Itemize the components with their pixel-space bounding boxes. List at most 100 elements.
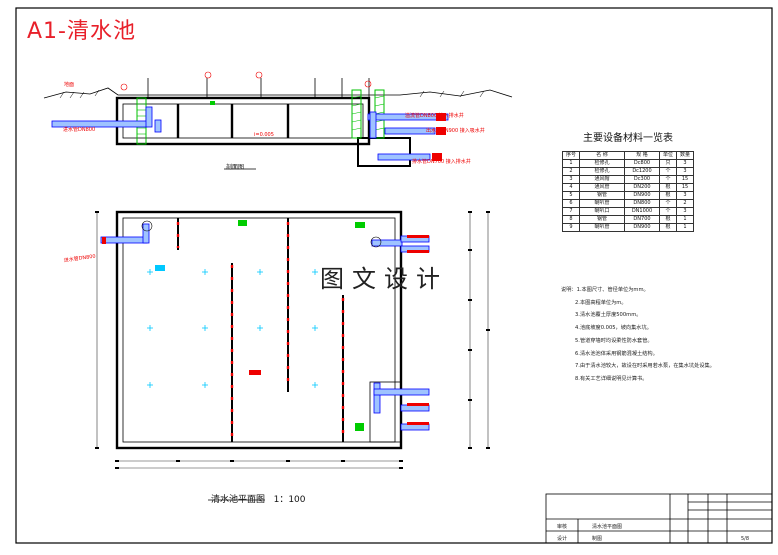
materials-header: 名 称 (579, 151, 625, 160)
ground-hatch (59, 89, 485, 99)
dimension-tick (176, 460, 180, 462)
table-cell: 4 (562, 183, 580, 192)
dimension-tick (486, 447, 490, 449)
table-cell: 喇叭管 (579, 223, 625, 232)
dimension-tick (341, 460, 345, 462)
dimension-tick (486, 211, 490, 213)
table-cell: 2 (676, 199, 694, 208)
materials-header: 单位 (659, 151, 677, 160)
ground-label: 地面 (64, 81, 74, 88)
section-view: 地面 进水管DN800 i=0.005 溢流管DN800 接入排水井 出水管DN… (43, 71, 513, 170)
table-cell: 检修孔 (579, 159, 625, 168)
dimension-tick (468, 447, 472, 449)
table-cell: 根 (659, 215, 677, 224)
table-cell: 3 (676, 167, 694, 176)
table-cell: 根 (659, 183, 677, 192)
vent-crosses (147, 269, 318, 388)
materials-header: 序号 (562, 151, 580, 160)
note-line: 4.池底坡度0.005，坡向集水坑。 (575, 325, 652, 332)
dimension-tick (468, 249, 472, 251)
table-cell: DN800 (624, 199, 660, 208)
table-cell: 8 (562, 215, 580, 224)
table-cell: DN1000 (624, 207, 660, 216)
title-block (545, 493, 773, 544)
table-cell: Dc300 (624, 175, 660, 184)
table-cell: 3 (676, 207, 694, 216)
materials-header: 数量 (676, 151, 694, 160)
table-cell: 根 (659, 191, 677, 200)
note-line: 说明：1.本图尺寸、管径单位为mm。 (561, 287, 649, 293)
plan-caption: 清水池平面图 1：100 (211, 492, 306, 505)
dimension-tick (115, 460, 119, 462)
plan-pipes (100, 223, 430, 431)
table-cell: 个 (659, 199, 677, 208)
dimension-tick (468, 299, 472, 301)
slope-label: i=0.005 (254, 132, 274, 138)
table-cell: 15 (676, 175, 694, 184)
table-cell: DN700 (624, 215, 660, 224)
ground-line (43, 87, 513, 99)
materials-header-row: 序号 名 称 规 格 单位 数量 (562, 151, 694, 160)
plan-green-3 (238, 220, 247, 226)
overflow-label: 溢流管DN800 接入排水井 (405, 112, 464, 119)
section-inlet-label: 进水管DN800 (63, 126, 95, 133)
title-block-label-c: 制图 (592, 535, 602, 542)
outlet-label: 出水管DN900 接入吸水井 (426, 127, 485, 134)
outer-frame (15, 7, 773, 544)
table-cell: 3 (676, 191, 694, 200)
plan-cyan-1 (155, 265, 165, 271)
table-cell: 根 (659, 223, 677, 232)
table-cell: 个 (659, 207, 677, 216)
table-cell: 3 (562, 175, 580, 184)
dimension-tick (399, 460, 403, 462)
table-cell: 9 (562, 223, 580, 232)
sump-wall (357, 137, 411, 167)
table-cell: DN900 (624, 191, 660, 200)
dimension-tick (286, 460, 290, 462)
table-cell: 1 (562, 159, 580, 168)
dimension-ticks (95, 211, 490, 469)
materials-header: 规 格 (624, 151, 660, 160)
table-cell: Dc1200 (624, 167, 660, 176)
table-cell: 15 (676, 183, 694, 192)
table-cell: DN200 (624, 183, 660, 192)
note-line: 6.清水池池体采用钢筋混凝土结构。 (575, 350, 658, 357)
table-cell: 2 (562, 167, 580, 176)
materials-title: 主要设备材料一览表 (583, 133, 673, 144)
dimension-tick (486, 329, 490, 331)
watermark: 图文设计 (320, 265, 448, 293)
baffle-markers (176, 222, 345, 440)
note-line: 7.由于清水池较大，故设在时采用若水泵，在集水坑处设集。 (575, 363, 715, 370)
plan-green-2 (355, 423, 364, 431)
table-cell: 1 (676, 223, 694, 232)
design-notes: 说明：1.本图尺寸、管径单位为mm。2.本图高程单位为m。3.清水池覆土厚度50… (561, 284, 715, 386)
title-block-label-b: 设计 (557, 535, 567, 542)
drawing-title: A1-清水池 (27, 19, 136, 44)
dimension-tick (115, 467, 119, 469)
dimension-tick (399, 467, 403, 469)
ref-markers (120, 71, 372, 91)
table-cell: 6 (562, 199, 580, 208)
note-line: 5.管道穿墙时均设柔性防水套管。 (575, 337, 653, 344)
tank-plan-inner (122, 217, 396, 443)
table-cell: 5 (562, 191, 580, 200)
table-cell: 7 (562, 207, 580, 216)
table-cell: 喇叭口 (579, 207, 625, 216)
dimension-tick (95, 211, 99, 213)
dimension-tick (468, 349, 472, 351)
table-cell: 个 (659, 167, 677, 176)
sheet-number: 5/8 (741, 536, 749, 542)
plan-manhole-2 (370, 236, 382, 248)
note-line: 2.本图高程单位为m。 (575, 299, 627, 306)
